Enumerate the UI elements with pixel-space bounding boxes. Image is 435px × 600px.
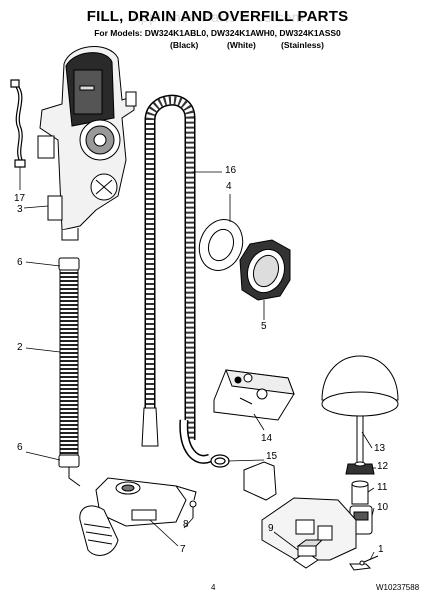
- callout-5: 5: [261, 321, 267, 332]
- float-guide: [351, 480, 369, 505]
- page-title: FILL, DRAIN AND OVERFILL PARTS: [86, 8, 349, 25]
- callout-2: 2: [17, 342, 23, 353]
- air-gap-housing: [37, 46, 137, 241]
- callout-12: 12: [377, 461, 389, 472]
- callout-14: 14: [261, 433, 273, 444]
- wire-harness: [10, 79, 26, 168]
- switch: [296, 539, 324, 557]
- nut: [345, 461, 375, 475]
- callout-15: 15: [266, 451, 278, 462]
- float: [321, 355, 399, 469]
- gasket-ring: [198, 219, 244, 271]
- overfill-bracket: [213, 369, 295, 421]
- document-code: W10237588: [376, 583, 420, 592]
- variant-black: (Black): [170, 40, 199, 50]
- model-list: For Models: DW324K1ABL0, DW324K1AWH0, DW…: [94, 28, 341, 38]
- watermark: Appliance Parts Pros.com: [130, 9, 305, 25]
- callout-1: 1: [378, 544, 384, 555]
- callout-17: 17: [14, 193, 26, 204]
- callout-13: 13: [374, 443, 386, 454]
- callout-3: 3: [17, 204, 23, 215]
- switch-bracket-assembly: [243, 461, 372, 571]
- variant-stainless: (Stainless): [281, 40, 324, 50]
- screw-1: [359, 555, 379, 566]
- inlet-valve: [79, 477, 197, 556]
- drain-housing: [239, 239, 291, 301]
- hose-clamp: [210, 454, 230, 468]
- leader-lines: [19, 167, 376, 561]
- callout-11: 11: [377, 482, 388, 493]
- callout-9: 9: [268, 523, 274, 534]
- drain-hose: [141, 94, 212, 464]
- screw-8: [189, 500, 197, 518]
- callout-4: 4: [226, 181, 232, 192]
- page-number: 4: [211, 583, 216, 592]
- callout-8: 8: [183, 519, 189, 530]
- callout-6-bottom: 6: [17, 442, 23, 453]
- callout-7: 7: [180, 544, 186, 555]
- callout-6-top: 6: [17, 257, 23, 268]
- callout-16: 16: [225, 165, 237, 176]
- fill-hose: [58, 257, 81, 487]
- variant-white: (White): [227, 40, 256, 50]
- callout-10: 10: [377, 502, 389, 513]
